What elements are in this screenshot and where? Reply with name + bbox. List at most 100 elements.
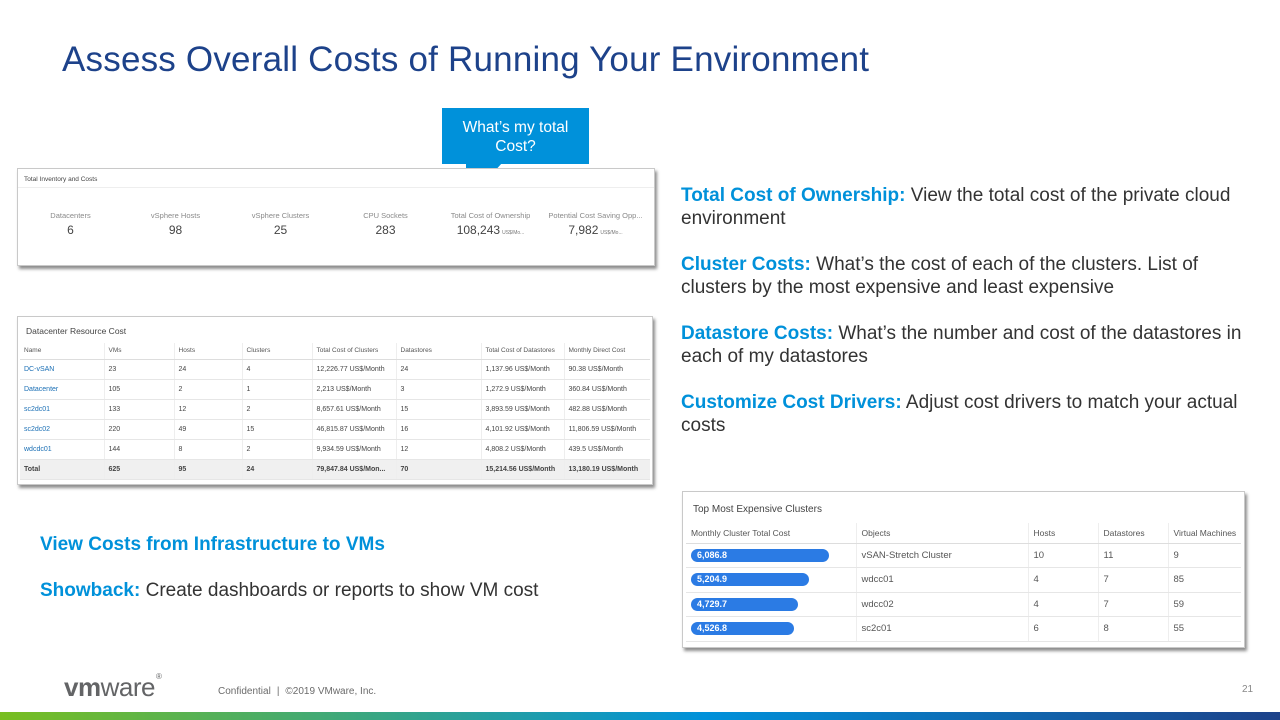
table-cell: 6: [1027, 616, 1098, 642]
table-row[interactable]: sc2dc01 133 12 2 8,657.61 US$/Month 15 3…: [20, 399, 650, 420]
column-header[interactable]: Monthly Cluster Total Cost: [686, 523, 856, 544]
column-header[interactable]: Hosts: [173, 343, 242, 360]
column-header[interactable]: Total Cost of Clusters: [311, 343, 396, 360]
table-cell: 4,101.92 US$/Month: [480, 419, 564, 440]
column-header[interactable]: Datastores: [395, 343, 481, 360]
datacenter-resource-cost-panel: Datacenter Resource Cost Name VMs Hosts …: [17, 316, 653, 485]
table-cell: 24: [395, 359, 481, 380]
table-cell: 8: [173, 439, 242, 460]
table-row[interactable]: DC-vSAN 23 24 4 12,226.77 US$/Month 24 1…: [20, 359, 650, 380]
table-cell: 12,226.77 US$/Month: [311, 359, 396, 380]
table-cell: 55: [1167, 616, 1241, 642]
table-total-row: Total 625 95 24 79,847.84 US$/Mon... 70 …: [20, 459, 650, 480]
datacenter-name-link[interactable]: Datacenter: [20, 379, 104, 400]
feature-tco: Total Cost of Ownership: View the total …: [681, 185, 1231, 229]
feature-cluster-costs: Cluster Costs: What’s the cost of each o…: [681, 254, 1199, 298]
metric-value: 98: [168, 223, 183, 237]
table-cell: vSAN-Stretch Cluster: [855, 543, 1028, 568]
table-cell: 2: [173, 379, 242, 400]
table-cell: 2,213 US$/Month: [311, 379, 396, 400]
copyright: ©2019 VMware, Inc.: [285, 686, 377, 697]
showback-text: Showback: Create dashboards or reports t…: [40, 580, 539, 601]
table-cell: 70: [395, 459, 481, 480]
table-row[interactable]: 5,204.9 wdcc01 4 7 85: [686, 567, 1241, 593]
table-cell: 85: [1167, 567, 1241, 593]
table-cell: 439.5 US$/Month: [563, 439, 650, 460]
table-cell: 23: [103, 359, 174, 380]
cost-bar-cell: 5,204.9: [686, 567, 856, 593]
column-header[interactable]: VMs: [103, 343, 174, 360]
cost-bar: 5,204.9: [691, 573, 809, 587]
table-cell: 9,934.59 US$/Month: [311, 439, 396, 460]
column-header[interactable]: Total Cost of Datastores: [480, 343, 564, 360]
table-cell: 8,657.61 US$/Month: [311, 399, 396, 420]
table-cell: 9: [1167, 543, 1241, 568]
footer-text: Confidential|©2019 VMware, Inc.: [218, 686, 377, 697]
table-cell: 133: [103, 399, 174, 420]
metric-vsphere-hosts: vSphere Hosts 98: [123, 211, 228, 237]
table-row[interactable]: wdcdc01 144 8 2 9,934.59 US$/Month 12 4,…: [20, 439, 650, 460]
table-cell: 220: [103, 419, 174, 440]
metric-cpu-sockets: CPU Sockets 283: [333, 211, 438, 237]
metric-label: vSphere Hosts: [150, 211, 201, 220]
column-header[interactable]: Virtual Machines: [1167, 523, 1241, 544]
column-header[interactable]: Clusters: [241, 343, 312, 360]
datacenter-name-link[interactable]: wdcdc01: [20, 439, 104, 460]
table-cell: 79,847.84 US$/Mon...: [311, 459, 396, 480]
metric-label: Potential Cost Saving Opp...: [548, 211, 643, 220]
table-cell: 49: [173, 419, 242, 440]
table-row[interactable]: 6,086.8 vSAN-Stretch Cluster 10 11 9: [686, 543, 1241, 568]
table-cell: 95: [173, 459, 242, 480]
table-header-row: Monthly Cluster Total Cost Objects Hosts…: [686, 523, 1241, 544]
bottom-gradient-bar: [0, 712, 1280, 720]
table-cell: 15: [395, 399, 481, 420]
feature-cost-drivers: Customize Cost Drivers: Adjust cost driv…: [681, 392, 1238, 436]
table-row[interactable]: 4,729.7 wdcc02 4 7 59: [686, 592, 1241, 617]
view-costs-heading: View Costs from Infrastructure to VMs: [40, 534, 385, 555]
table-cell: 90.38 US$/Month: [563, 359, 650, 380]
metric-label: vSphere Clusters: [251, 211, 310, 220]
table-cell: 24: [173, 359, 242, 380]
callout-bubble: What’s my total Cost?: [442, 108, 589, 164]
table-cell: 1: [241, 379, 312, 400]
table-cell: 3,893.59 US$/Month: [480, 399, 564, 420]
metric-unit: US$/Mo...: [600, 230, 623, 236]
column-header[interactable]: Objects: [855, 523, 1028, 544]
table-cell: 8: [1097, 616, 1168, 642]
feature-datastore-costs: Datastore Costs: What’s the number and c…: [681, 323, 1242, 367]
confidential-label: Confidential: [218, 686, 271, 697]
table-cell: 59: [1167, 592, 1241, 617]
datacenter-name-link[interactable]: sc2dc01: [20, 399, 104, 420]
column-header[interactable]: Monthly Direct Cost: [563, 343, 650, 360]
table-cell: 105: [103, 379, 174, 400]
slide-title: Assess Overall Costs of Running Your Env…: [62, 40, 870, 79]
metric-label: Datacenters: [50, 211, 91, 220]
page-number: 21: [1242, 684, 1254, 695]
column-header[interactable]: Name: [20, 343, 104, 360]
table-row[interactable]: Datacenter 105 2 1 2,213 US$/Month 3 1,2…: [20, 379, 650, 400]
column-header[interactable]: Hosts: [1027, 523, 1098, 544]
datacenter-name-link[interactable]: sc2dc02: [20, 419, 104, 440]
column-header[interactable]: Datastores: [1097, 523, 1168, 544]
table-cell: 2: [241, 439, 312, 460]
cost-bar: 4,729.7: [691, 597, 798, 611]
table-cell: 13,180.19 US$/Month: [563, 459, 650, 480]
table-row[interactable]: sc2dc02 220 49 15 46,815.87 US$/Month 16…: [20, 419, 650, 440]
table-cell: 144: [103, 439, 174, 460]
metric-label: Total Cost of Ownership: [450, 211, 531, 220]
table-cell: 4: [241, 359, 312, 380]
table-header-row: Name VMs Hosts Clusters Total Cost of Cl…: [20, 343, 650, 360]
datacenter-name-link[interactable]: DC-vSAN: [20, 359, 104, 380]
table-row[interactable]: 4,526.8 sc2c01 6 8 55: [686, 616, 1241, 642]
table-cell: 360.84 US$/Month: [563, 379, 650, 400]
table-cell: wdcc01: [855, 567, 1028, 593]
table-cell: 16: [395, 419, 481, 440]
cost-bar-cell: 4,526.8: [686, 616, 856, 642]
total-inventory-panel: Total Inventory and Costs Datacenters 6 …: [17, 168, 655, 266]
table-cell: 1,272.9 US$/Month: [480, 379, 564, 400]
clusters-panel-title: Top Most Expensive Clusters: [693, 504, 822, 515]
table-cell: Total: [20, 459, 104, 480]
